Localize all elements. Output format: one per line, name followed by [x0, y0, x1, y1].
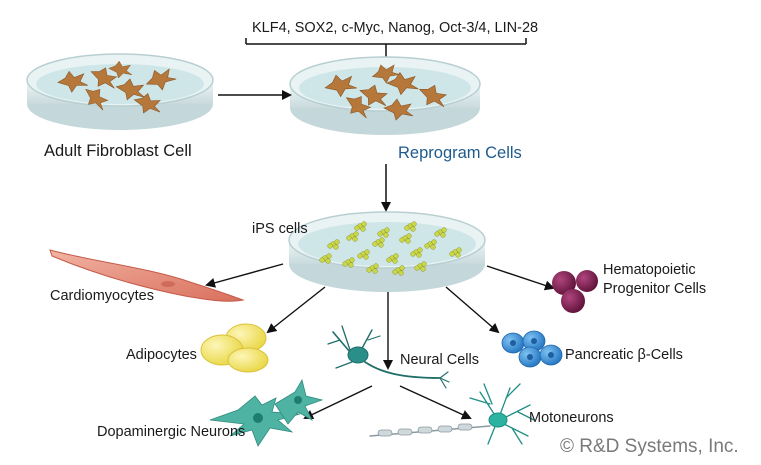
- ips-colony-dot: [364, 249, 370, 255]
- ips-colony-dot: [372, 268, 378, 274]
- ips-colony-dot: [411, 221, 417, 227]
- fibroblast-cell: [108, 60, 133, 79]
- fibroblast-cells: [57, 60, 177, 114]
- ips-colony-dot: [404, 225, 410, 231]
- fibroblast-cell: [85, 88, 109, 111]
- fibroblast-cell: [383, 98, 414, 121]
- differentiation-arrows: [205, 263, 555, 420]
- neural-cell: [327, 325, 450, 389]
- hematopoietic-label-2: Progenitor Cells: [603, 281, 707, 297]
- ips-colony-dot: [449, 251, 455, 257]
- hematopoietic-label-1: Hematopoietic: [603, 262, 696, 278]
- ips-colony-dot: [378, 242, 384, 248]
- ips-colony-dot: [353, 231, 359, 237]
- ips-colony-dot: [431, 239, 437, 245]
- ips-colony-dot: [455, 252, 461, 258]
- fibroblast-cell: [418, 84, 448, 108]
- ips-colony-dot: [384, 227, 390, 233]
- ips-colony-dot: [399, 237, 405, 243]
- ips-colony-dot: [441, 227, 447, 233]
- ips-colony-dot: [377, 231, 383, 237]
- reprogram-label: Reprogram Cells: [398, 144, 522, 162]
- dopaminergic-label: Dopaminergic Neurons: [97, 424, 246, 440]
- fibroblast-cell: [115, 78, 145, 101]
- ips-colony-dot: [334, 239, 340, 245]
- ips-colony-dot: [410, 251, 416, 257]
- cardiomyocyte-cell: [49, 249, 245, 302]
- ips-colony-dot: [363, 254, 369, 260]
- ips-colony-dot: [420, 266, 426, 272]
- ips-colony-dot: [346, 235, 352, 241]
- neural-cells-label: Neural Cells: [400, 352, 479, 368]
- ips-colony-dot: [342, 261, 348, 267]
- fibroblast-cell: [371, 64, 400, 84]
- ips-colony-dot: [352, 236, 358, 242]
- ips-colony-dot: [392, 258, 398, 264]
- ips-colony-dot: [366, 267, 372, 273]
- cardiomyocytes-label: Cardiomyocytes: [50, 288, 154, 304]
- ips-colony-dot: [327, 243, 333, 249]
- ips-colony-dot: [325, 258, 331, 264]
- adult-fibroblast-label: Adult Fibroblast Cell: [44, 142, 192, 160]
- ips-colony-dot: [333, 244, 339, 250]
- ips-colony-dot: [424, 243, 430, 249]
- ips-cells-label: iPS cells: [252, 221, 308, 237]
- fibroblast-cell: [345, 96, 372, 119]
- ips-colony-dot: [326, 253, 332, 259]
- ips-colony-dot: [392, 269, 398, 275]
- ips-colony-dot: [434, 231, 440, 237]
- fibroblast-cell: [57, 70, 88, 93]
- ips-colonies: [319, 221, 462, 276]
- ips-colony-dot: [399, 265, 405, 271]
- ips-colony-dot: [405, 238, 411, 244]
- ips-colony-dot: [379, 237, 385, 243]
- fibroblast-cell: [145, 68, 177, 91]
- ips-colony-dot: [440, 232, 446, 238]
- motoneuron: [369, 383, 535, 445]
- ips-colony-dot: [354, 225, 360, 231]
- factors-label: KLF4, SOX2, c-Myc, Nanog, Oct-3/4, LIN-2…: [252, 20, 539, 36]
- reprogrammed-cells: [324, 64, 448, 121]
- fibroblast-cell: [133, 93, 161, 114]
- ips-colony-dot: [456, 247, 462, 253]
- ips-colony-dot: [417, 247, 423, 253]
- ips-colony-dot: [416, 252, 422, 258]
- ips-colony-dot: [383, 232, 389, 238]
- ips-colony-dot: [361, 221, 367, 227]
- adipocyte-cells: [200, 323, 269, 373]
- ips-colony-dot: [349, 257, 355, 263]
- pancreatic-cells: [501, 330, 563, 368]
- ips-colony-dot: [360, 226, 366, 232]
- ips-colony-dot: [398, 270, 404, 276]
- motoneurons-label: Motoneurons: [529, 410, 614, 426]
- ips-colony-dot: [373, 263, 379, 269]
- ips-colony-dot: [430, 244, 436, 250]
- adipocytes-label: Adipocytes: [126, 347, 197, 363]
- fibroblast-cell: [324, 74, 357, 98]
- fibroblast-dish: [26, 53, 214, 130]
- ips-dish: [288, 211, 486, 292]
- ips-colony-dot: [421, 261, 427, 267]
- hematopoietic-cells: [552, 270, 598, 313]
- ips-colony-dot: [406, 233, 412, 239]
- ips-colony-dot: [357, 253, 363, 259]
- ips-colony-dot: [414, 265, 420, 271]
- fibroblast-cell: [90, 67, 118, 89]
- pancreatic-label: Pancreatic β-Cells: [565, 347, 683, 363]
- copyright-notice: © R&D Systems, Inc.: [560, 436, 739, 457]
- ips-colony-dot: [386, 257, 392, 263]
- ips-colony-dot: [319, 257, 325, 263]
- ips-colony-dot: [393, 253, 399, 259]
- ips-colony-dot: [372, 241, 378, 247]
- fibroblast-cell: [359, 84, 388, 106]
- ips-colony-dot: [348, 262, 354, 268]
- ips-colony-dot: [410, 226, 416, 232]
- dopaminergic-neurons: [209, 378, 324, 447]
